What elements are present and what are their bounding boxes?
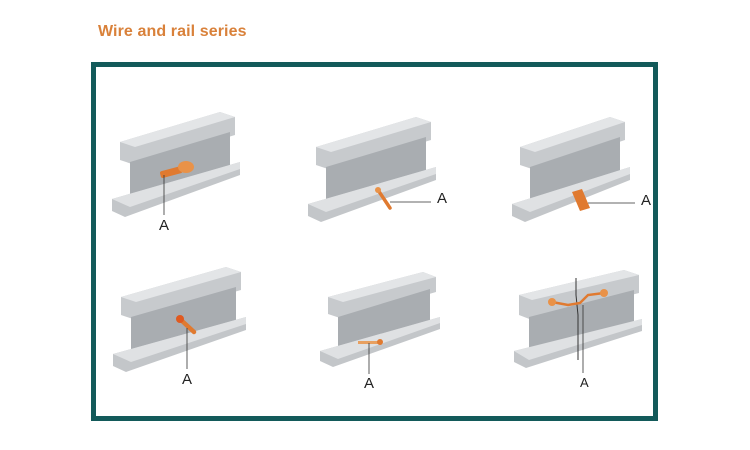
label-a: A [437,190,448,207]
rail-illustration [514,270,642,373]
connector-icon [176,315,197,335]
label-a: A [580,375,589,390]
label-a: A [159,217,170,234]
rail [512,117,630,222]
rail [112,112,240,217]
label-a: A [641,192,652,209]
rail-illustration [512,117,635,222]
connector-icon [572,189,590,211]
label-a: A [364,375,375,392]
connector-icon [548,289,608,307]
rail-illustration [112,112,240,217]
panel-flat-tab: A [510,112,690,272]
rail-illustration [308,117,436,222]
rail [320,272,440,367]
label-a: A [182,371,193,388]
diagram-frame: A A [91,62,658,421]
panel-bond-wire-joint: A [514,265,694,425]
connector-icon [160,161,194,179]
rail [308,117,436,222]
panel-pin-head: A [111,262,291,422]
panel-cadweld-lug: A [110,107,290,267]
rail-illustration [320,272,440,374]
connector-icon [375,187,392,210]
panel-pin-web: A [306,112,486,272]
rail-illustration [113,267,246,372]
page-title: Wire and rail series [98,23,247,40]
panel-foot-stud: A [318,267,498,427]
connector-icon [358,339,383,345]
rail [514,270,642,368]
